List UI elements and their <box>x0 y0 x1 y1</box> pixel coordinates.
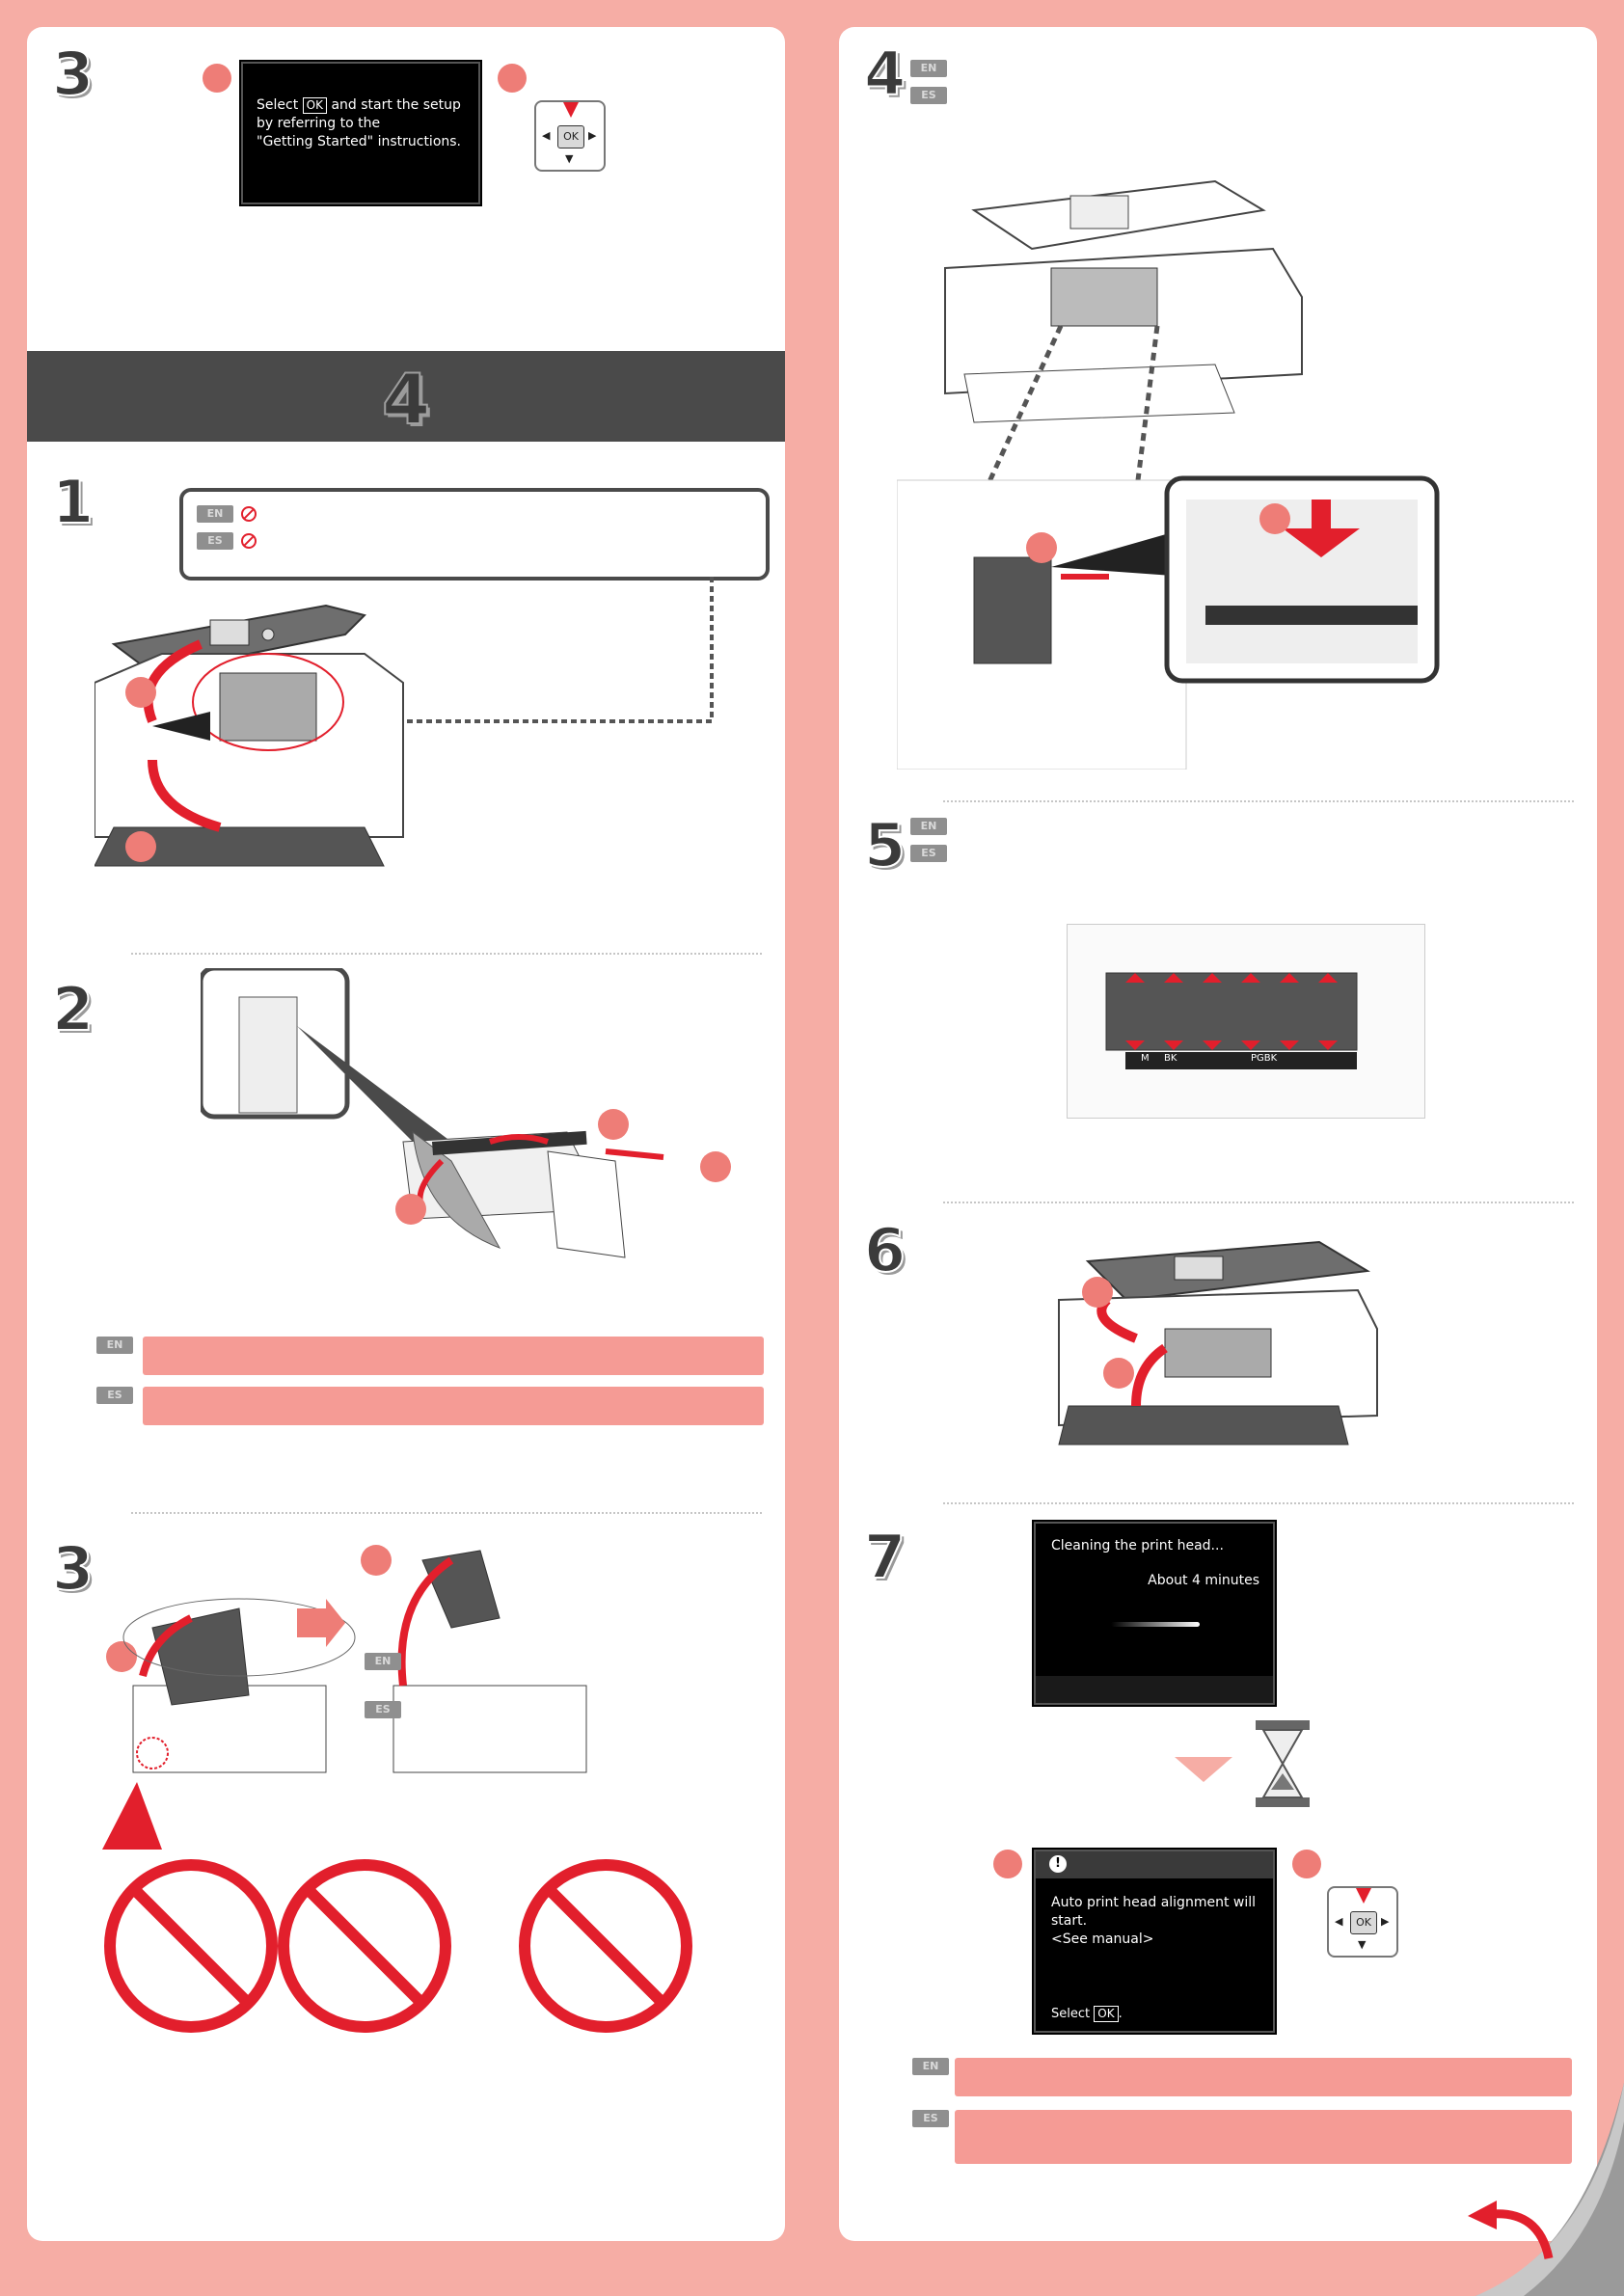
close-cover-illustration <box>1058 1240 1378 1445</box>
lang-tag-en: EN <box>365 1653 401 1670</box>
printer-open-illustration <box>95 577 714 867</box>
ink-tanks-illustration: M BK PGBK <box>1067 924 1425 1119</box>
right-panel: 4 EN ES 5 EN ES <box>839 27 1597 2241</box>
right-arrow-icon: ▶ <box>1381 1915 1390 1928</box>
prohibit-icon <box>241 533 257 549</box>
step-number-4: 4 <box>863 39 907 109</box>
footer-ok-key: OK <box>1094 2006 1119 2022</box>
note-bar-en <box>143 1337 764 1375</box>
divider <box>131 953 762 955</box>
press-arrow-icon <box>563 102 579 118</box>
note-bar-es <box>955 2110 1572 2164</box>
alignment-text-2: start. <box>1051 1913 1088 1929</box>
step-number-5: 5 <box>863 810 907 880</box>
wrong-example-1 <box>104 1859 278 2033</box>
footer-period: . <box>1118 2007 1123 2021</box>
footer-select: Select <box>1051 2007 1091 2021</box>
ok-button-panel: ◀ OK ▶ ▼ <box>534 100 606 172</box>
prohibit-icon <box>241 506 257 522</box>
divider <box>943 800 1574 802</box>
lcd-screen-setup: Select OK and start the setup by referri… <box>239 60 482 206</box>
progress-bar <box>1111 1622 1200 1627</box>
section-header: 4 <box>27 351 785 442</box>
marker-a <box>993 1850 1022 1878</box>
minutes-text: About 4 minutes <box>1148 1573 1259 1588</box>
lang-tag-es: ES <box>197 532 233 550</box>
alert-icon: ! <box>1049 1855 1067 1873</box>
marker-b <box>1292 1850 1321 1878</box>
down-arrow-icon: ▼ <box>565 152 574 165</box>
step-number-6: 6 <box>863 1215 907 1285</box>
lang-tag-es: ES <box>910 845 947 862</box>
down-arrow-icon: ▼ <box>1358 1938 1367 1951</box>
screen-ok-key: OK <box>302 97 327 114</box>
ink-label-bk: BK <box>1164 1053 1177 1064</box>
step-number-top-3: 3 <box>51 39 95 109</box>
left-arrow-icon: ◀ <box>542 129 551 142</box>
step-number-1: 1 <box>51 467 95 537</box>
cleaning-text: Cleaning the print head... <box>1051 1538 1224 1553</box>
wrong-example-2 <box>278 1859 451 2033</box>
step-number-3: 3 <box>51 1533 95 1604</box>
lang-tag-es: ES <box>96 1387 133 1404</box>
alignment-text-1: Auto print head alignment will <box>1051 1895 1257 1910</box>
wrong-example-3 <box>519 1859 692 2033</box>
lang-tag-es: ES <box>912 2110 949 2127</box>
ink-label-pgbk: PGBK <box>1251 1053 1278 1064</box>
hourglass-icon <box>1256 1720 1310 1807</box>
ink-tanks-drawing <box>1105 972 1358 1069</box>
lang-tag-en: EN <box>96 1337 133 1354</box>
right-arrow-icon: ▶ <box>588 129 597 142</box>
ink-label-m: M <box>1141 1053 1150 1064</box>
lang-tag-en: EN <box>912 2058 949 2075</box>
step-number-2: 2 <box>51 974 95 1044</box>
screen-text-start: and start the setup <box>331 97 461 113</box>
screen-text-select: Select <box>257 97 299 113</box>
lang-tag-en: EN <box>910 818 947 835</box>
divider <box>943 1202 1574 1203</box>
remove-cap-illustration <box>102 1545 692 2033</box>
divider <box>943 1502 1574 1504</box>
caution-box: EN ES <box>179 488 770 581</box>
step-number-7: 7 <box>863 1522 907 1592</box>
screen-text-getting-started: "Getting Started" instructions. <box>257 134 462 149</box>
marker-b <box>498 64 527 93</box>
lang-tag-en: EN <box>910 60 947 77</box>
left-arrow-icon: ◀ <box>1335 1915 1343 1928</box>
marker-a <box>203 64 231 93</box>
lcd-screen-cleaning: Cleaning the print head... About 4 minut… <box>1032 1520 1277 1707</box>
lang-tag-es: ES <box>365 1701 401 1718</box>
note-bar-en <box>955 2058 1572 2096</box>
divider <box>131 1512 762 1514</box>
down-arrow-icon <box>1175 1757 1232 1782</box>
lang-tag-en: EN <box>197 505 233 523</box>
install-ink-illustration <box>897 179 1440 770</box>
lcd-screen-alignment: ! Auto print head alignment will start. … <box>1032 1848 1277 2035</box>
lang-tag-es: ES <box>910 87 947 104</box>
left-panel: 3 Select OK and start the setup by refer… <box>27 27 785 2241</box>
screen-text-referring: by referring to the <box>257 116 381 131</box>
note-bar-es <box>143 1387 764 1425</box>
ok-button[interactable]: OK <box>557 125 584 149</box>
ok-button[interactable]: OK <box>1350 1911 1377 1934</box>
screen-footer <box>1036 1676 1273 1703</box>
alignment-text-3: <See manual> <box>1051 1931 1154 1947</box>
ok-button-panel: ◀ OK ▶ ▼ <box>1327 1886 1398 1958</box>
alert-header: ! <box>1036 1851 1273 1878</box>
press-arrow-icon <box>1356 1888 1371 1904</box>
turn-page-arrow-icon[interactable] <box>1462 2201 1558 2264</box>
remove-tape-illustration <box>201 968 731 1258</box>
section-number: 4 <box>381 359 431 440</box>
